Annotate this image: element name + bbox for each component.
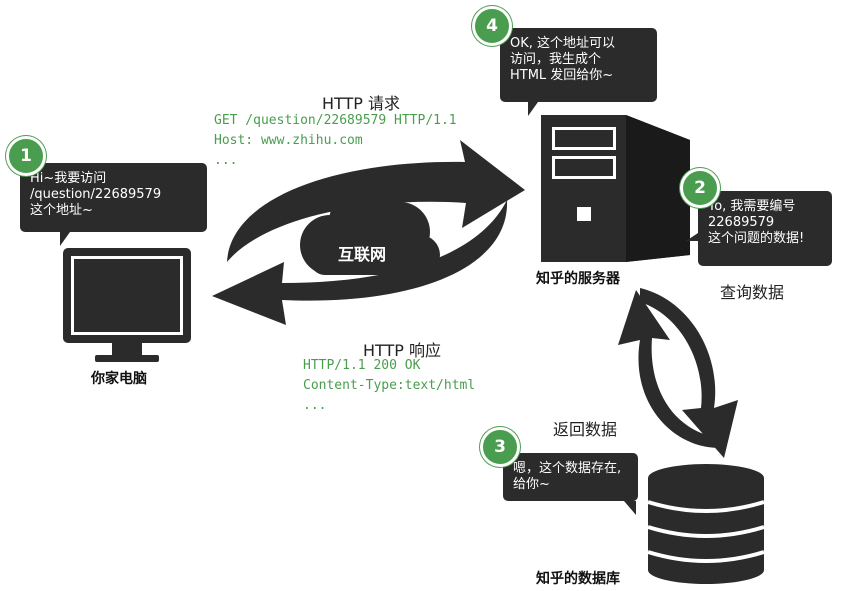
http-request-code: GET /question/22689579 HTTP/1.1 Host: ww…	[214, 111, 457, 171]
step-4-bubble: OK, 这个地址可以 访问，我生成个 HTML 发回给你~	[500, 28, 657, 116]
step-1-line-1: Hi~我要访问	[30, 171, 107, 186]
step-4-line-1: OK, 这个地址可以	[510, 36, 616, 51]
step-1-line-3: 这个地址~	[30, 203, 93, 218]
step-4-badge: 4	[472, 6, 512, 46]
step-1-line-2: /question/22689579	[30, 187, 162, 202]
return-arrow-icon	[618, 290, 720, 448]
server-tower-icon	[541, 115, 690, 262]
internet-label: 互联网	[338, 245, 387, 264]
return-data-label: 返回数据	[553, 420, 618, 439]
step-3-line-1: 嗯，这个数据存在,	[513, 461, 622, 476]
step-3-bubble: 嗯，这个数据存在, 给你~	[503, 453, 638, 515]
response-line-2: Content-Type:text/html	[303, 378, 476, 393]
response-line-1: HTTP/1.1 200 OK	[303, 358, 421, 373]
response-arrow-icon	[212, 200, 508, 325]
http-response-code: HTTP/1.1 200 OK Content-Type:text/html .…	[303, 356, 475, 416]
request-line-2: Host: www.zhihu.com	[214, 133, 363, 148]
monitor-icon	[63, 248, 191, 362]
query-arrow-icon	[640, 288, 738, 458]
step-2-line-3: 这个问题的数据!	[708, 231, 805, 246]
step-2-line-2: 22689579	[708, 215, 775, 230]
step-3-line-2: 给你~	[513, 477, 550, 492]
step-4-line-3: HTML 发回给你~	[510, 68, 614, 83]
http-response-title: HTTP 响应	[363, 341, 442, 360]
step-2-line-1: Yo, 我需要编号	[708, 199, 796, 214]
cloud-icon	[300, 186, 440, 275]
request-line-3: ...	[214, 153, 238, 168]
server-caption: 知乎的服务器	[536, 271, 620, 287]
step-2-bubble: Yo, 我需要编号 22689579 这个问题的数据!	[686, 191, 832, 266]
client-caption: 你家电脑	[91, 371, 147, 387]
database-icon	[647, 464, 765, 584]
step-4-line-2: 访问，我生成个	[510, 52, 602, 67]
http-request-title: HTTP 请求	[322, 94, 401, 113]
step-3-badge: 3	[480, 427, 520, 467]
step-2-badge: 2	[680, 168, 720, 208]
database-caption: 知乎的数据库	[536, 571, 620, 587]
response-line-3: ...	[303, 398, 327, 413]
step-1-badge: 1	[6, 136, 46, 176]
step-1-bubble: Hi~我要访问 /question/22689579 这个地址~	[20, 163, 207, 246]
request-line-1: GET /question/22689579 HTTP/1.1	[214, 113, 457, 128]
query-data-label: 查询数据	[720, 283, 785, 302]
